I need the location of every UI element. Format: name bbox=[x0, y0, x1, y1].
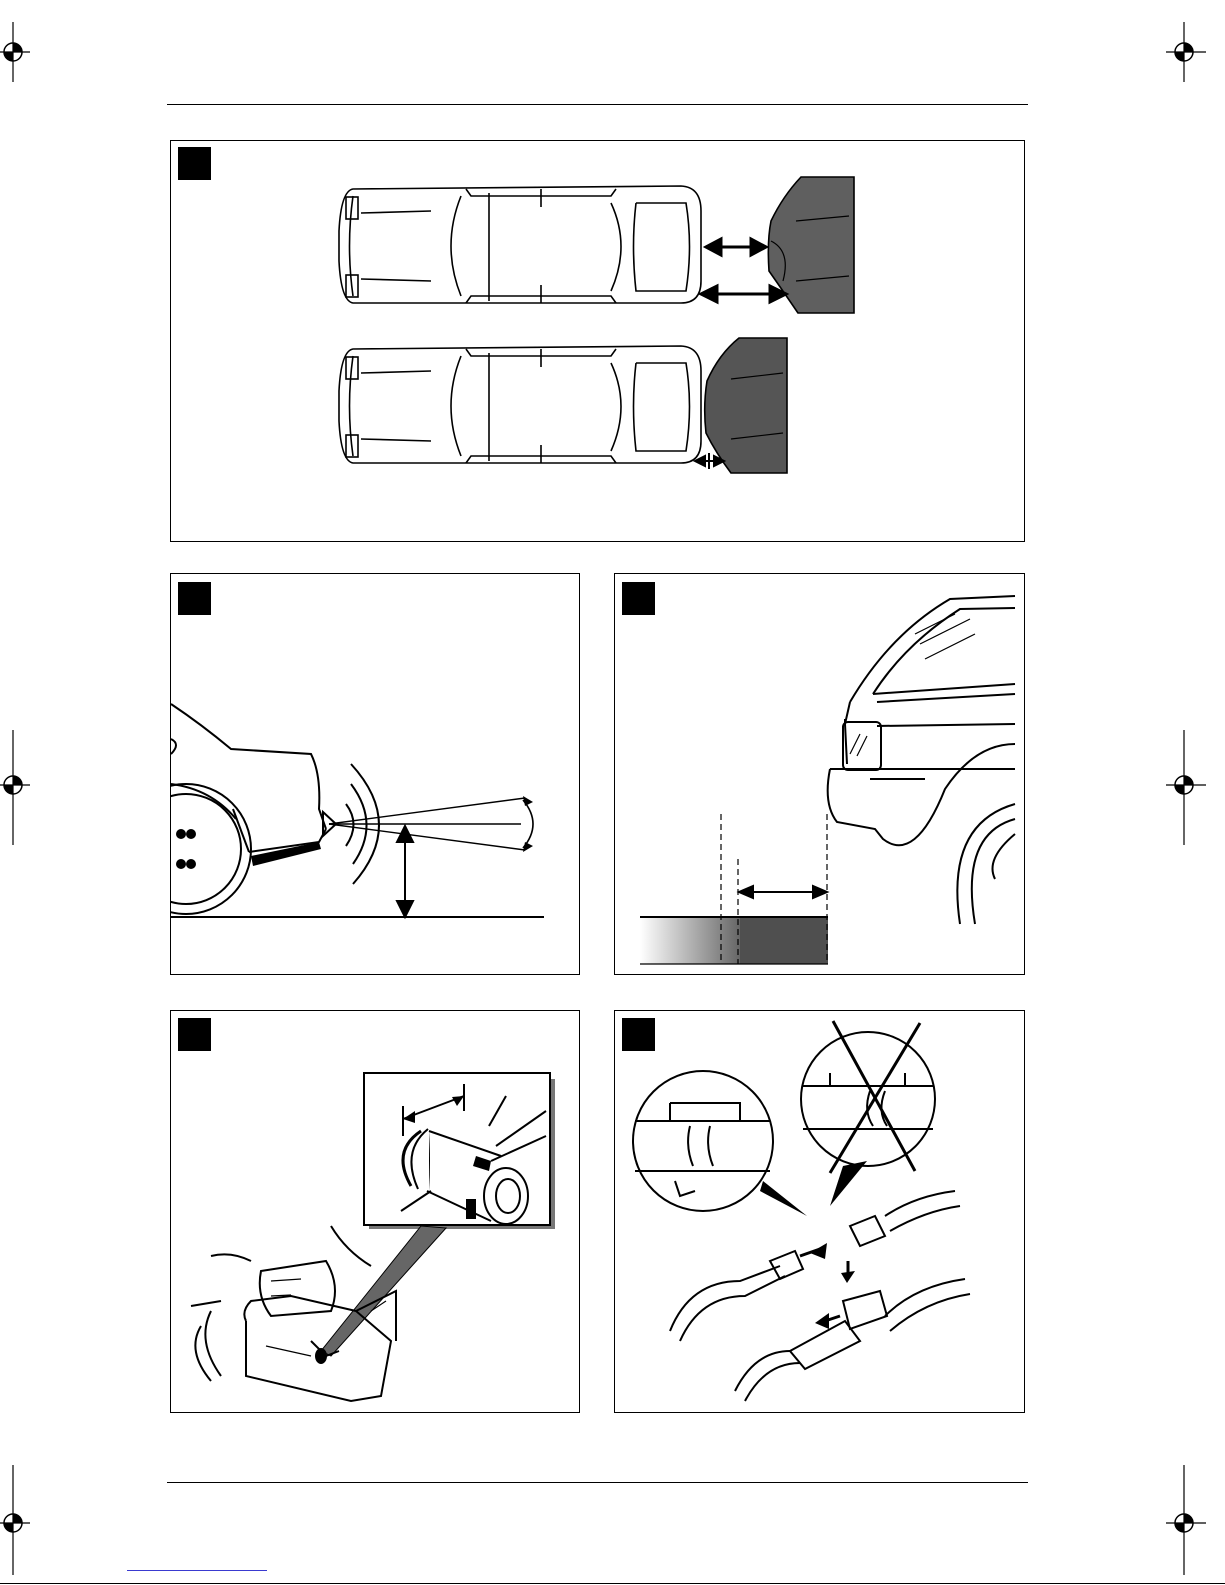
registration-mark-icon bbox=[0, 730, 30, 845]
connector-detail-correct bbox=[633, 1071, 773, 1211]
registration-mark-icon bbox=[1166, 730, 1206, 845]
figure-1-parking-distance bbox=[170, 140, 1025, 542]
insert-arrow-icon bbox=[800, 1243, 827, 1259]
registration-mark-icon bbox=[0, 22, 30, 82]
figure-5-connector-assembly bbox=[614, 1010, 1025, 1413]
figure-number-badge-icon bbox=[178, 147, 211, 180]
car-top-view-2 bbox=[339, 346, 701, 463]
registration-mark-icon bbox=[1166, 22, 1206, 82]
angle-arc-icon bbox=[523, 800, 533, 848]
footer-link-underline bbox=[127, 1570, 267, 1571]
footer-rule bbox=[167, 1482, 1028, 1483]
figure-3-detection-zone bbox=[614, 573, 1025, 975]
distance-arrow-icon bbox=[706, 239, 766, 255]
header-rule bbox=[167, 104, 1028, 105]
figure-number-badge-icon bbox=[178, 1018, 211, 1051]
figure-number-badge-icon bbox=[178, 582, 211, 615]
zone-fade-bar bbox=[640, 918, 740, 964]
figure-4-sensor-mounting bbox=[170, 1010, 580, 1413]
figure-2-sensor-angle-height bbox=[170, 573, 580, 975]
height-arrow-icon bbox=[397, 826, 413, 917]
page-edge-rule bbox=[0, 1583, 1225, 1584]
distance-arrow-icon bbox=[739, 886, 827, 898]
zone-solid-bar bbox=[740, 918, 828, 964]
distance-arrow-icon bbox=[701, 286, 786, 302]
figure-number-badge-icon bbox=[622, 1018, 655, 1051]
figure-number-badge-icon bbox=[622, 582, 655, 615]
registration-mark-icon bbox=[1166, 1465, 1206, 1575]
car-top-view-1 bbox=[339, 186, 701, 303]
obstacle-car-rear-2 bbox=[705, 338, 787, 473]
down-arrow-icon bbox=[841, 1261, 855, 1283]
incorrect-cross-icon bbox=[830, 1021, 920, 1173]
registration-mark-icon bbox=[0, 1465, 30, 1575]
